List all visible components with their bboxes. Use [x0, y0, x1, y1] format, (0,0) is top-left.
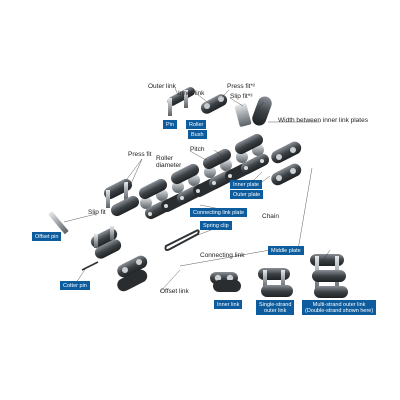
tag-roller: Roller	[186, 120, 207, 130]
label-inner-link: Inner link	[178, 90, 205, 97]
tag-spring-clip: Spring clip	[200, 221, 232, 231]
offset-pin	[48, 211, 69, 235]
label-slip-fit-left: Slip fit	[88, 209, 106, 216]
tag-offset-pin: Offset pin	[32, 232, 62, 242]
label-press-fit-left: Press fit	[128, 151, 152, 158]
label-width-inner: Width between inner link plates	[278, 117, 368, 124]
tag-bush: Bush	[188, 130, 207, 140]
label-connecting-link: Connecting link	[200, 252, 245, 259]
label-outer-link: Outer link	[148, 83, 176, 90]
cotter-pin	[81, 261, 99, 271]
single-strand-variant	[258, 268, 293, 297]
tag-cotter-pin: Cotter pin	[60, 281, 90, 291]
multi-strand-variant	[310, 249, 348, 298]
connecting-link	[90, 226, 122, 259]
chain-plates-back	[138, 133, 264, 200]
spring-clip	[164, 229, 200, 251]
label-pitch: Pitch	[190, 146, 205, 153]
tag-outer-plate: Outer plate	[230, 190, 264, 200]
label-roller-diameter: Roller diameter	[156, 155, 182, 169]
offset-link	[117, 255, 148, 292]
label-slip-fit-top: Slip fit*³	[230, 93, 253, 100]
label-chain: Chain	[262, 213, 279, 220]
tag-middle-plate: Middle plate	[268, 246, 304, 256]
inner-link-variant	[210, 272, 241, 292]
tag-single-strand: Single-strand outer link	[256, 300, 295, 316]
tag-multi-strand: Multi-strand outer link (Double-strand s…	[302, 300, 377, 316]
left-outer-link	[103, 178, 140, 217]
chain-rollers	[140, 144, 264, 209]
tag-connecting-link-plate: Connecting link plate	[190, 208, 248, 218]
label-offset-link: Offset link	[160, 288, 189, 295]
leader-lines-top	[174, 87, 320, 123]
chain-pin-heads	[148, 159, 264, 216]
inner-plate-part-top	[252, 96, 272, 126]
main-chain	[138, 133, 270, 220]
outer-link-part	[167, 87, 196, 116]
tag-pin: Pin	[163, 120, 177, 130]
tag-inner-plate: Inner plate	[230, 180, 262, 190]
tag-inner-link: Inner link	[214, 300, 243, 310]
right-detached-plates	[271, 141, 302, 186]
label-press-fit-top: Press fit*²	[227, 83, 256, 90]
bush-part	[234, 103, 252, 127]
inner-link-part	[200, 94, 228, 114]
